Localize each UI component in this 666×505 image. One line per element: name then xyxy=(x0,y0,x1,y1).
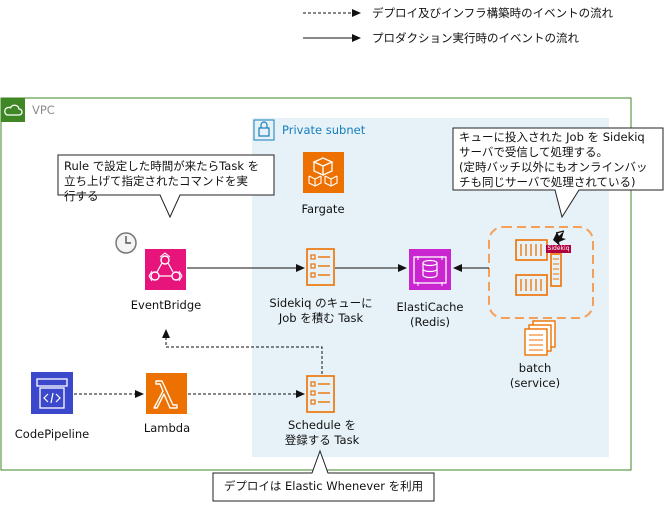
clock-icon xyxy=(115,232,137,254)
callout-sidekiq-shape xyxy=(452,127,664,219)
schedule-task-label: Schedule を 登録する Task xyxy=(284,418,360,447)
fargate-label: Fargate xyxy=(301,202,345,216)
eventbridge-label: EventBridge xyxy=(130,298,202,312)
codepipeline-icon xyxy=(31,372,73,414)
batch-label: batch (service) xyxy=(509,361,561,390)
private-subnet-label: Private subnet xyxy=(282,123,366,137)
callout-deploy-text: デプロイは Elastic Whenever を利用 xyxy=(223,479,424,493)
legend-dashed-label: デプロイ及びインフラ構築時のイベントの流れ xyxy=(372,6,614,20)
eventbridge-icon xyxy=(145,249,186,290)
sidekiq-logo-icon xyxy=(553,230,566,246)
arrow-schedule-task-to-eventbridge xyxy=(162,329,323,374)
sidekiq-badge xyxy=(546,245,571,253)
lambda-icon xyxy=(146,373,187,414)
codepipeline-label: CodePipeline xyxy=(14,427,90,441)
vpc-label: VPC xyxy=(32,103,55,117)
sidekiq-badge-label: Sidekiq xyxy=(547,245,570,252)
container-icon-bottom xyxy=(515,274,548,296)
lambda-label: Lambda xyxy=(143,421,191,435)
callout-rule-shape xyxy=(57,154,275,219)
task-list-icon-sidekiq xyxy=(306,248,335,286)
elasticache-label: ElastiCache (Redis) xyxy=(396,300,464,329)
container-icon-side xyxy=(550,253,562,287)
batch-service-group xyxy=(488,226,594,319)
callout-sidekiq-text: キューに投入された Job を Sidekiq サーバで受信して処理する。 (定… xyxy=(459,130,648,189)
task-list-icon-schedule xyxy=(306,375,335,413)
batch-tasks-icon xyxy=(524,320,556,356)
lock-icon xyxy=(253,119,275,141)
fargate-icon xyxy=(303,152,344,193)
legend-solid-label: プロダクション実行時のイベントの流れ xyxy=(372,31,579,45)
cloud-icon xyxy=(4,104,23,116)
callout-rule-text: Rule で設定した時間が来たらTask を 立ち上げて指定されたコマンドを実 … xyxy=(64,159,260,203)
callout-deploy-shape xyxy=(212,449,435,502)
sidekiq-task-label: Sidekiq のキューに Job を積む Task xyxy=(269,296,373,325)
elasticache-icon xyxy=(409,249,451,290)
